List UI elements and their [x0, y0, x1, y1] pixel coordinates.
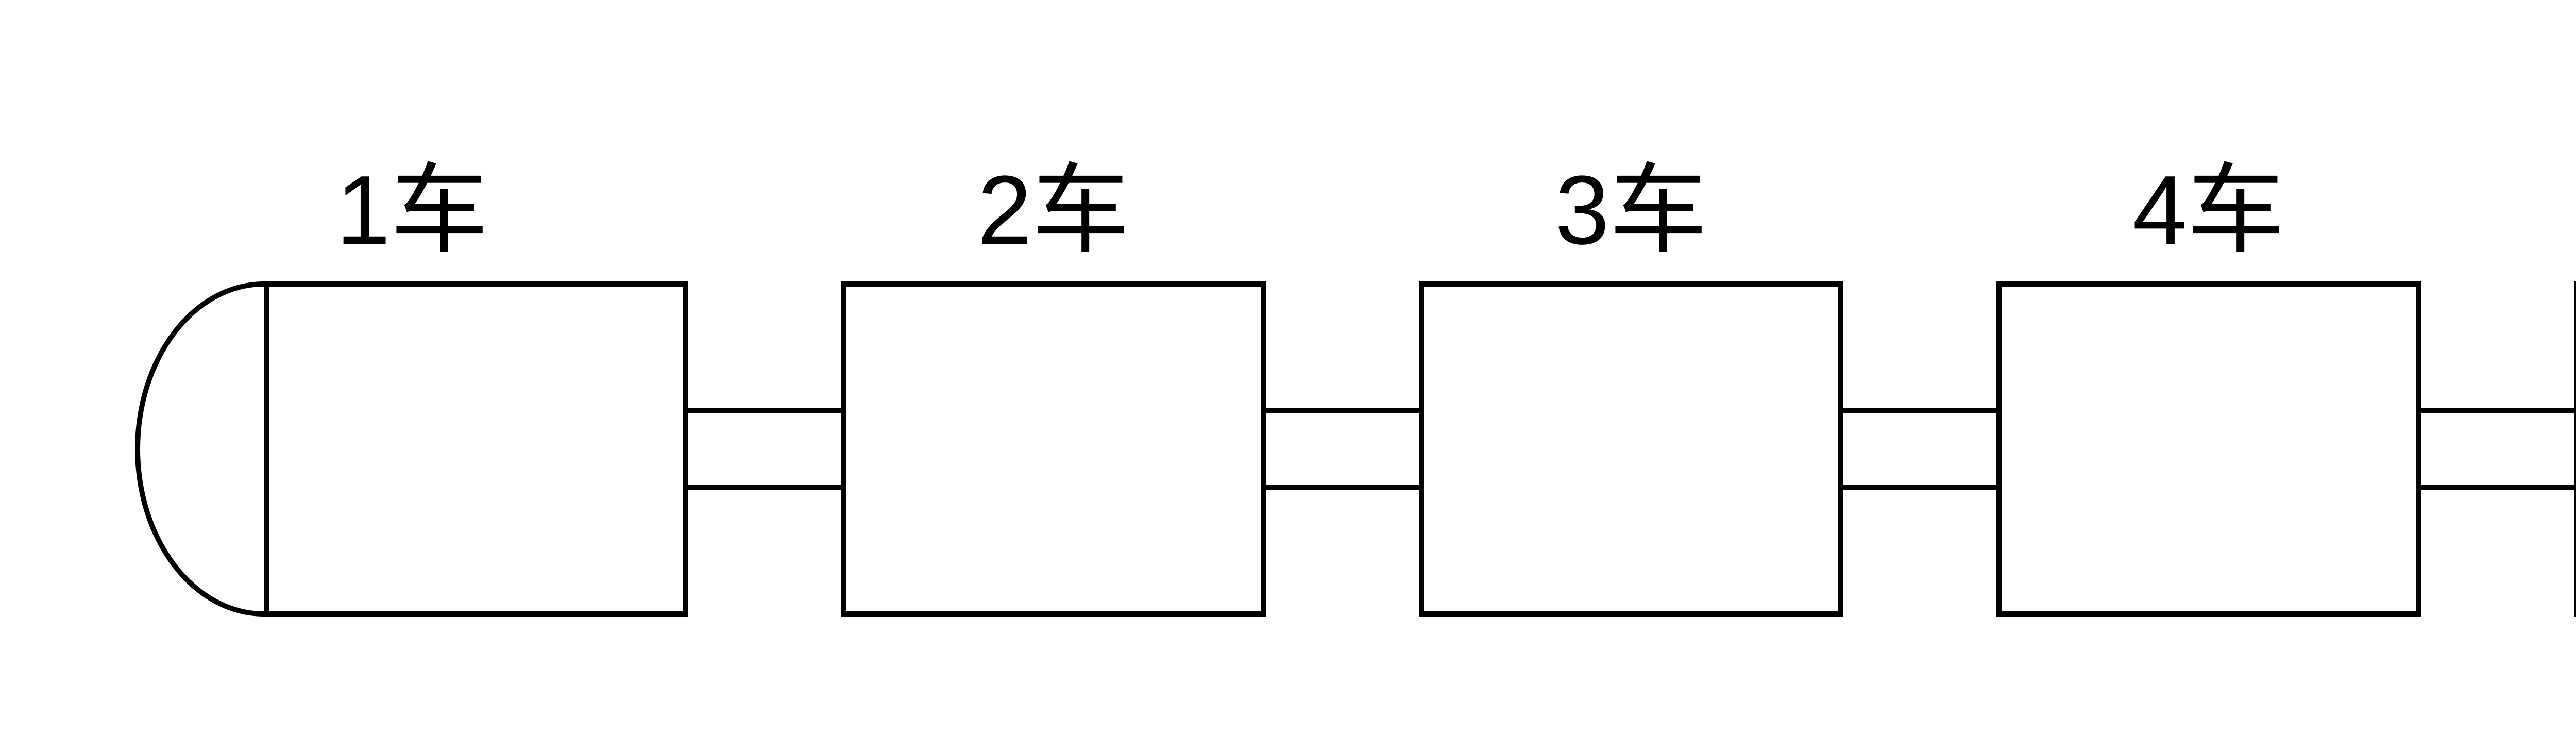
- coupler-1-2: [688, 408, 841, 490]
- car-label-4: 4车: [2132, 156, 2285, 265]
- car-label-1: 1车: [336, 156, 488, 265]
- coupler-4-5: [2421, 408, 2574, 490]
- coupler-2-3: [1266, 408, 1419, 490]
- car-box-4: [1996, 281, 2421, 617]
- car-box-3: [1419, 281, 1843, 617]
- train-front-nose: [135, 281, 264, 617]
- car-label-2: 2车: [977, 156, 1130, 265]
- coupler-3-4: [1843, 408, 1996, 490]
- car-label-3: 3车: [1555, 156, 1707, 265]
- car-box-2: [841, 281, 1266, 617]
- car-box-1: [264, 281, 688, 617]
- car-box-5: [2574, 281, 2576, 617]
